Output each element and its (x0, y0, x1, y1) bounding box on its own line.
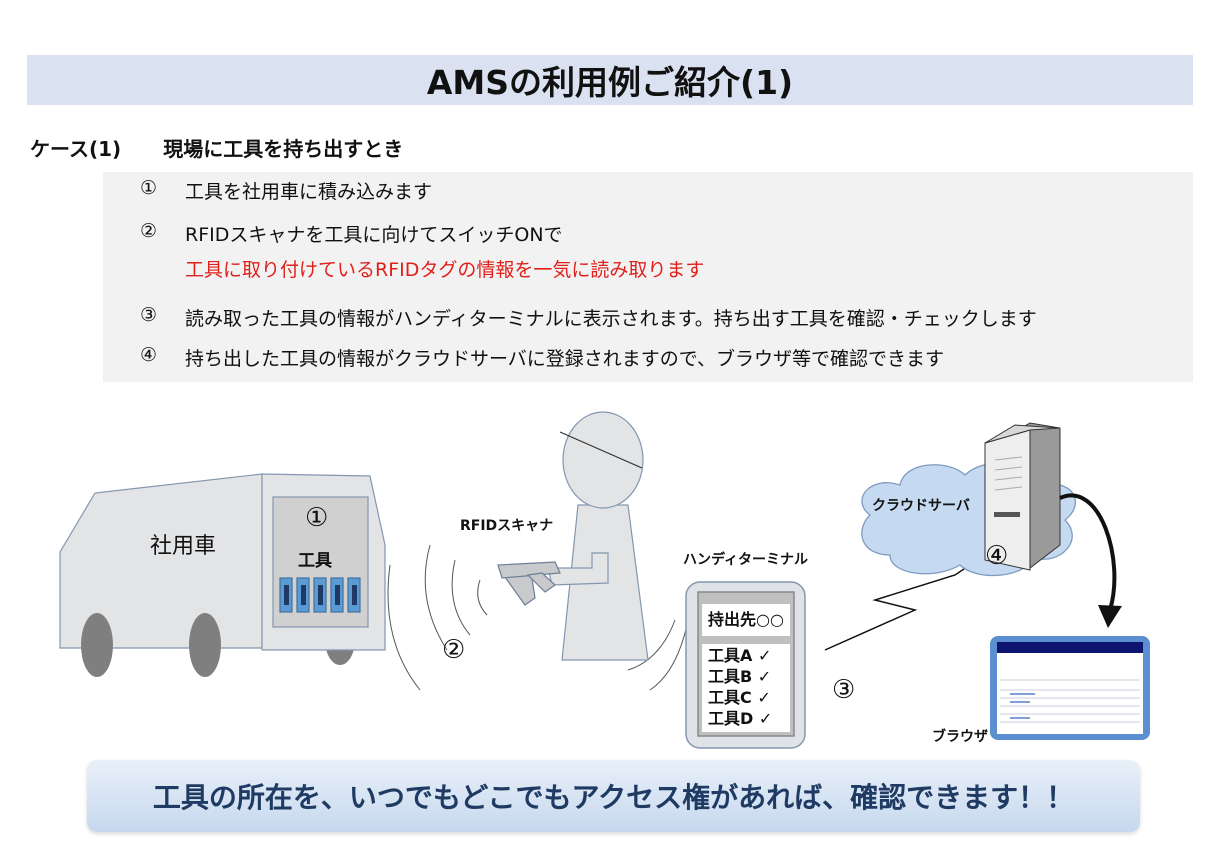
step-3: ③ 読み取った工具の情報がハンディターミナルに表示されます。持ち出す工具を確認・チ… (103, 304, 1037, 331)
browser-label: ブラウザ (932, 729, 988, 745)
step-1: ① 工具を社用車に積み込みます (103, 177, 432, 204)
step-number: ① (139, 177, 157, 199)
steps-list: ① 工具を社用車に積み込みます ② RFIDスキャナを工具に向けてスイッチONで 工… (103, 172, 1193, 382)
case-heading: ケース(1) 現場に工具を持ち出すとき (30, 133, 403, 162)
server-icon (984, 422, 1061, 571)
vehicle-label: 社用車 (150, 534, 217, 559)
step-4: ④ 持ち出した工具の情報がクラウドサーバに登録されますので、ブラウザ等で確認できま… (103, 344, 944, 371)
marker-2: ② (442, 635, 466, 665)
terminal-item: 工具D ✓ (708, 709, 773, 728)
sync-arrow-icon (1059, 493, 1117, 611)
person-icon (547, 411, 649, 661)
browser-screenshot-icon (990, 636, 1150, 740)
radio-waves-icon (387, 544, 691, 691)
tools-label: 工具 (298, 551, 332, 571)
scanner-label: RFIDスキャナ (460, 518, 554, 534)
truck-icon (59, 473, 386, 677)
case-label: ケース(1) (30, 137, 122, 161)
step-text: 工具を社用車に積み込みます (185, 181, 433, 203)
case-title: 現場に工具を持ち出すとき (163, 137, 404, 161)
step-2-highlight: 工具に取り付けているRFIDタグの情報を一気に読み取ります (185, 259, 705, 281)
step-number: ④ (139, 344, 157, 366)
page-title: AMSの利用例ご紹介(1) (27, 55, 1193, 105)
step-number: ③ (139, 304, 157, 326)
step-text: RFIDスキャナを工具に向けてスイッチONで (185, 224, 563, 246)
summary-banner: 工具の所在を、いつでもどこでもアクセス権があれば、確認できます！！ (87, 760, 1140, 832)
step-text: 読み取った工具の情報がハンディターミナルに表示されます。持ち出す工具を確認・チェ… (185, 308, 1037, 330)
terminal-item: 工具B ✓ (708, 667, 772, 686)
terminal-destination: 持出先○○ (702, 604, 790, 636)
terminal-label: ハンディターミナル (683, 552, 809, 568)
step-number: ② (139, 220, 157, 242)
rfid-scanner-icon (497, 561, 561, 606)
marker-4: ④ (985, 541, 1009, 571)
step-text: 持ち出した工具の情報がクラウドサーバに登録されますので、ブラウザ等で確認できます (185, 348, 945, 370)
marker-3: ③ (832, 675, 856, 705)
terminal-item: 工具A ✓ (708, 646, 772, 665)
step-2: ② RFIDスキャナを工具に向けてスイッチONで (103, 220, 563, 247)
marker-1: ① (305, 503, 329, 533)
terminal-item: 工具C ✓ (708, 688, 771, 707)
cloud-server-label: クラウドサーバ (872, 498, 970, 514)
terminal-item-list: 工具A ✓ 工具B ✓ 工具C ✓ 工具D ✓ (702, 644, 790, 732)
